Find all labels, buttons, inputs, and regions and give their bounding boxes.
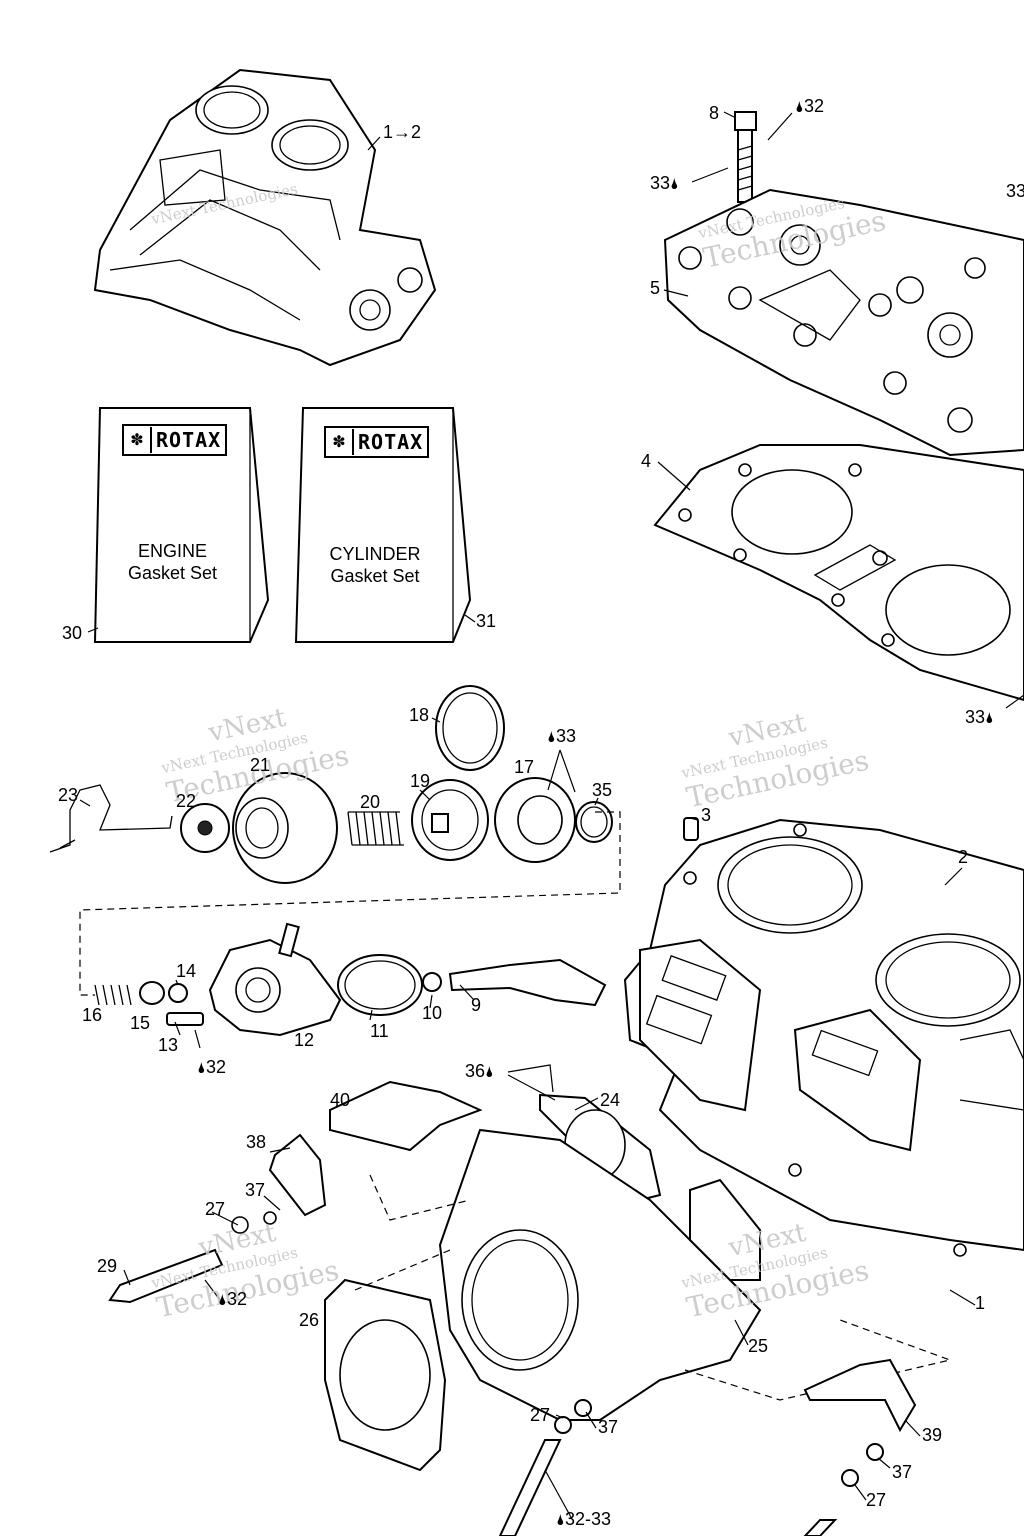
callout-19: 19: [410, 771, 431, 791]
oil-drop-icon: 🌢: [670, 176, 680, 193]
cylinder-block: [623, 817, 1024, 1257]
rotax-logo-icon: ✽: [124, 427, 152, 453]
oil-drop-icon: 🌢: [218, 1292, 228, 1309]
callout-29: 29: [97, 1256, 118, 1276]
callout-37: 37: [598, 1417, 619, 1437]
callout-3: 3: [701, 805, 712, 825]
callout-14: 14: [176, 961, 197, 981]
callout-27: 27: [530, 1405, 551, 1425]
cylinder-head: [663, 111, 1024, 457]
oil-drop-icon: 🌢: [985, 710, 995, 727]
head-gasket: [653, 444, 1024, 702]
callout-11: 11: [370, 1021, 389, 1041]
valve-spring-assembly: [49, 685, 621, 996]
oil-drop-icon: 🌢: [197, 1060, 207, 1077]
spring-16: [94, 984, 132, 1006]
callout-39: 39: [922, 1425, 943, 1445]
cylinder-gasket-kit: [294, 407, 472, 643]
oil-drop-icon: 🌢: [547, 729, 557, 746]
callout-38: 38: [246, 1132, 267, 1152]
callout-32: 🌢32: [795, 96, 825, 116]
callout-32: 🌢32: [197, 1057, 227, 1077]
callout-36: 36🌢: [465, 1061, 495, 1081]
callout-25: 25: [748, 1336, 769, 1356]
callout-9: 9: [471, 995, 482, 1015]
engine-gasket-kit: [93, 407, 270, 643]
callout-31: 31: [476, 611, 497, 631]
callout-4: 4: [641, 451, 652, 471]
callout-23: 23: [58, 785, 79, 805]
callout-22: 22: [176, 791, 197, 811]
intake-manifold: [108, 1080, 953, 1536]
callout-37: 37: [892, 1462, 913, 1482]
callout-33: 33: [1006, 181, 1024, 201]
callout-17: 17: [514, 757, 535, 777]
callout-33: 33🌢: [965, 707, 995, 727]
callout-1-2: 1→2: [383, 122, 422, 142]
callout-40: 40: [330, 1090, 351, 1110]
oil-drop-icon: 🌢: [556, 1512, 566, 1529]
callout-27: 27: [205, 1199, 226, 1219]
crankcase-assembly: [93, 68, 437, 367]
callout-37: 37: [245, 1180, 266, 1200]
callout-10: 10: [422, 1003, 443, 1023]
rotax-badge-cylinder: ✽ ROTAX: [324, 426, 430, 458]
callout-32-33: 🌢32-33: [556, 1509, 612, 1529]
callout-33: 🌢33: [547, 726, 577, 746]
callout-12: 12: [294, 1030, 315, 1050]
callout-1: 1: [975, 1293, 986, 1313]
callout-15: 15: [130, 1013, 151, 1033]
callout-16: 16: [82, 1005, 103, 1025]
leader-lines: [79, 111, 1024, 1520]
oil-pump-assembly: [94, 922, 607, 1037]
callout-32: 🌢32: [218, 1289, 248, 1309]
oil-drop-icon: 🌢: [485, 1064, 495, 1081]
callout-2: 2: [958, 847, 969, 867]
callout-26: 26: [299, 1310, 320, 1330]
callout-5: 5: [650, 278, 661, 298]
callout-24: 24: [600, 1090, 621, 1110]
callout-30: 30: [62, 623, 83, 643]
cylinder-kit-label: CYLINDER Gasket Set: [329, 544, 421, 586]
callout-21: 21: [250, 755, 271, 775]
spring-20: [347, 811, 404, 846]
callout-35: 35: [592, 780, 613, 800]
callout-18: 18: [409, 705, 430, 725]
oil-drop-icon: 🌢: [795, 99, 805, 116]
rotax-logo-icon: ✽: [326, 429, 354, 455]
callout-20: 20: [360, 792, 381, 812]
callout-33: 33🌢: [650, 173, 680, 193]
callout-13: 13: [158, 1035, 179, 1055]
rotax-badge-engine: ✽ ROTAX: [122, 424, 228, 456]
callout-27: 27: [866, 1490, 887, 1510]
callout-8: 8: [709, 103, 720, 123]
engine-kit-label: ENGINE Gasket Set: [127, 541, 218, 583]
